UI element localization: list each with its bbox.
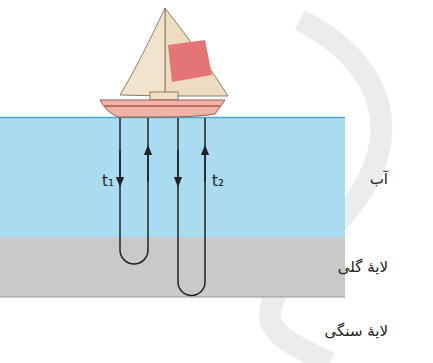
water-band [0, 117, 345, 237]
layer-name: لایهٔ گلی [338, 258, 388, 276]
layer-name: آب [370, 170, 388, 188]
time-label: t₂ [212, 172, 224, 190]
time-label: t₁ [102, 172, 114, 190]
clay-band [0, 237, 345, 297]
layer-name: لایهٔ سنگی [325, 322, 388, 340]
